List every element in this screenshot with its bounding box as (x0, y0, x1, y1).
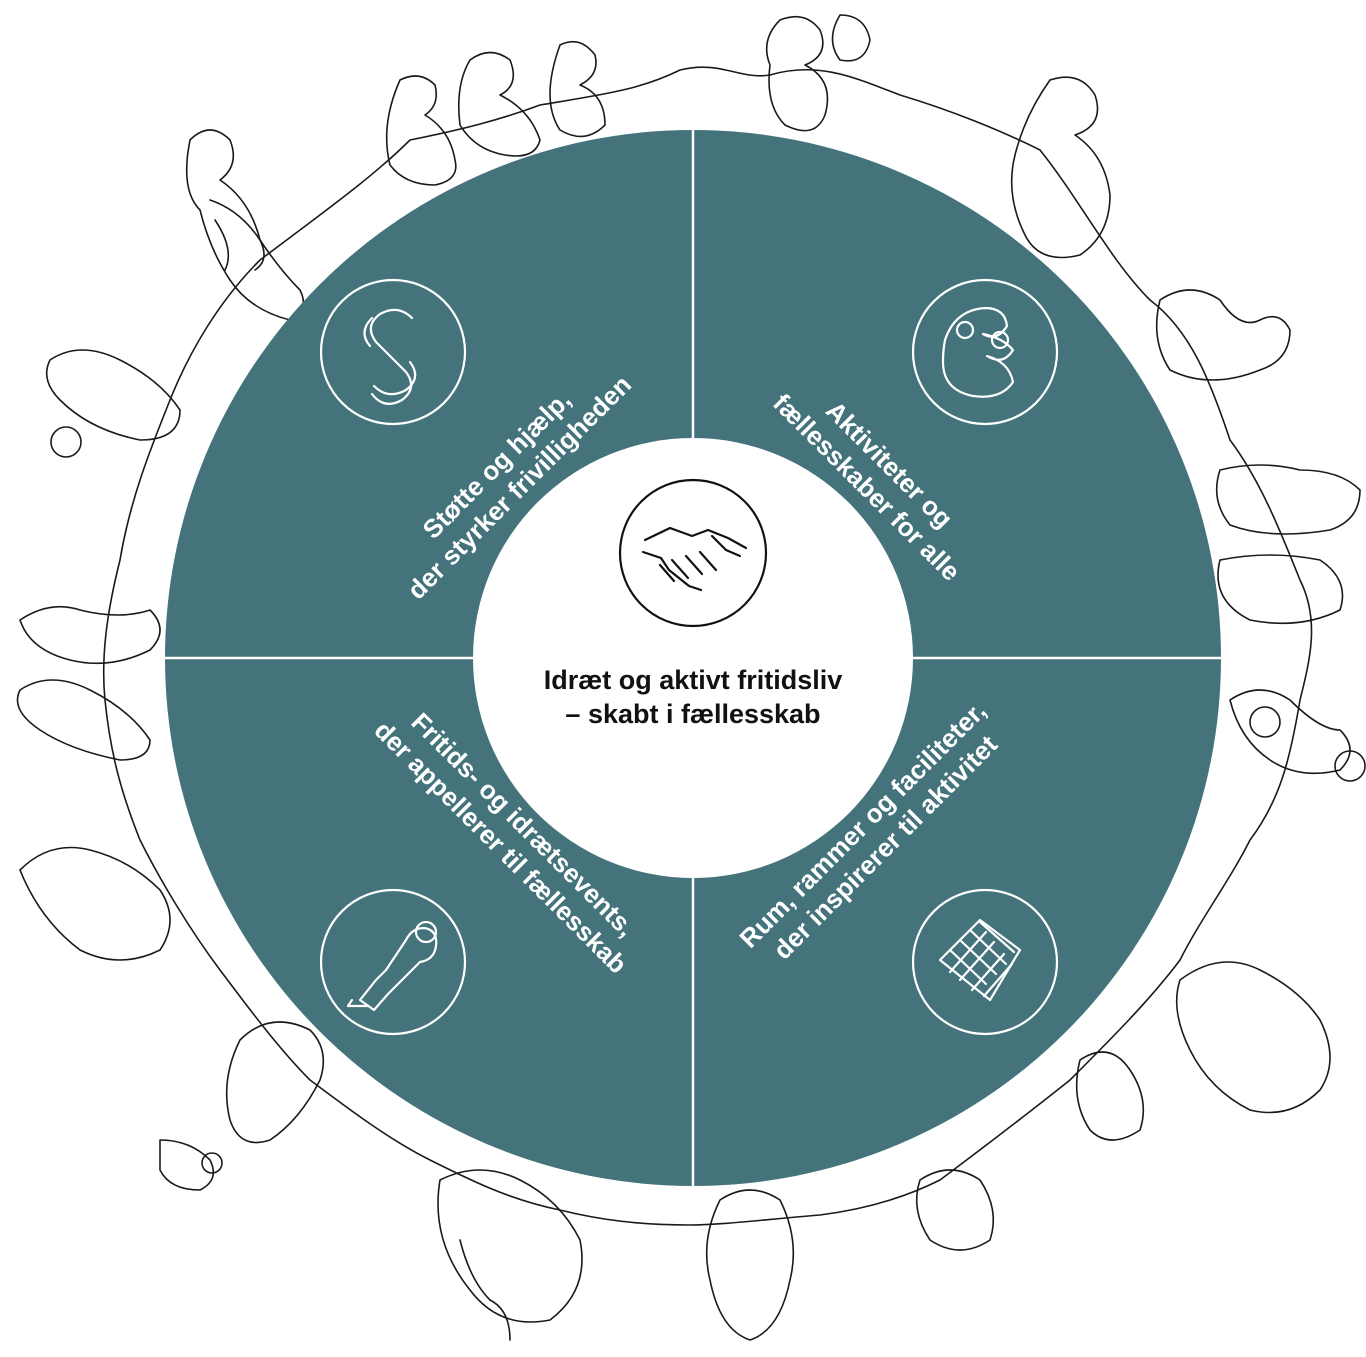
figure-scribble-bottom-left (159, 1021, 325, 1191)
community-icon (911, 278, 1059, 426)
trophy-icon (319, 888, 467, 1036)
connecting-line (102, 66, 1313, 1226)
figure-scribble-bottom (437, 1169, 795, 1341)
figure-scribble-left (16, 349, 181, 961)
figure-scribble-bottom-right (915, 961, 1331, 1251)
figure-scribble-top (385, 14, 871, 186)
center-hub (473, 438, 913, 878)
center-title-line1: Idræt og aktivt fritidsliv (544, 665, 843, 695)
paragraph-icon (319, 278, 467, 426)
goal-net-icon (911, 888, 1059, 1036)
handshake-icon (618, 478, 768, 628)
people-line-illustration (16, 14, 1366, 1341)
figure-scribble-top-left (185, 129, 305, 321)
center-title-line2: – skabt i fællesskab (565, 699, 820, 729)
figure-scribble-top-right (1010, 76, 1291, 381)
figure-scribble-right (1215, 464, 1366, 782)
